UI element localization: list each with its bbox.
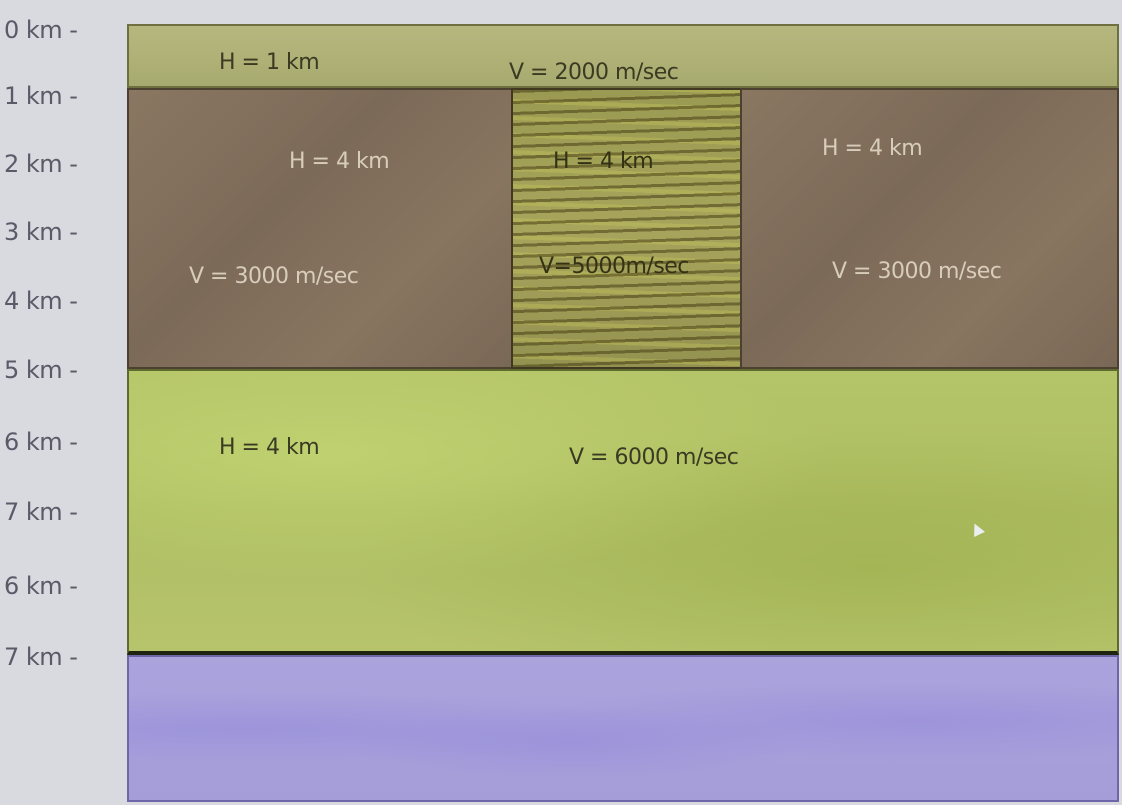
center-layer: H = 4 km V=5000m/sec: [511, 88, 742, 369]
top-layer-velocity: V = 2000 m/sec: [509, 60, 679, 85]
depth-label: 5 km -: [4, 356, 78, 384]
top-layer-thickness: H = 1 km: [219, 50, 320, 75]
left-layer-thickness: H = 4 km: [289, 149, 390, 174]
depth-label: 3 km -: [4, 218, 78, 246]
depth-label: 6 km -: [4, 428, 78, 456]
depth-label: 7 km -: [4, 643, 78, 671]
top-layer: H = 1 km V = 2000 m/sec: [127, 24, 1119, 88]
left-layer: H = 4 km V = 3000 m/sec: [127, 88, 513, 369]
depth-label: 1 km -: [4, 82, 78, 110]
right-layer-thickness: H = 4 km: [822, 136, 923, 161]
center-layer-velocity: V=5000m/sec: [539, 254, 689, 279]
depth-label: 2 km -: [4, 150, 78, 178]
lower-layer: H = 4 km V = 6000 m/sec: [127, 369, 1119, 655]
lower-layer-thickness: H = 4 km: [219, 435, 320, 460]
depth-label: 4 km -: [4, 287, 78, 315]
basement-layer: [127, 655, 1119, 802]
right-layer-velocity: V = 3000 m/sec: [832, 259, 1002, 284]
lower-layer-velocity: V = 6000 m/sec: [569, 445, 739, 470]
depth-label: 6 km -: [4, 572, 78, 600]
left-layer-velocity: V = 3000 m/sec: [189, 264, 359, 289]
right-layer: H = 4 km V = 3000 m/sec: [740, 88, 1119, 369]
depth-label: 0 km -: [4, 16, 78, 44]
center-layer-thickness: H = 4 km: [553, 149, 654, 174]
depth-label: 7 km -: [4, 498, 78, 526]
